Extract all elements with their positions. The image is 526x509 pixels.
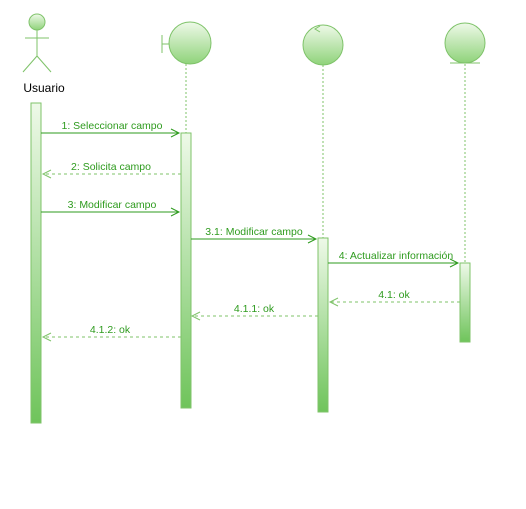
control-icon [302, 24, 344, 66]
message-label: 3.1: Modificar campo [205, 226, 303, 238]
message-label: 1: Seleccionar campo [62, 120, 163, 132]
message-label: 2: Solicita campo [71, 161, 151, 173]
message-3-1: 3.1: Modificar campo [191, 226, 318, 244]
message-label: 3: Modificar campo [68, 199, 157, 211]
boundary-icon [161, 21, 212, 65]
activation-bar-usuario [30, 102, 42, 424]
message-4-1: 4.1: ok [328, 289, 460, 307]
message-1: 1: Seleccionar campo [41, 120, 181, 138]
message-label: 4.1.1: ok [234, 303, 275, 315]
message-4-1-1: 4.1.1: ok [190, 303, 318, 321]
message-label: 4: Actualizar información [339, 250, 454, 262]
message-2: 2: Solicita campo [41, 161, 181, 179]
activation-bar-control [317, 237, 329, 413]
activation-bar-boundary [180, 132, 192, 409]
actor-label: Usuario [23, 81, 65, 95]
message-4: 4: Actualizar información [328, 250, 460, 268]
actor-usuario: Usuario [22, 13, 65, 95]
stick-figure-actor-icon [22, 13, 52, 73]
message-label: 4.1.2: ok [90, 324, 131, 336]
message-label: 4.1: ok [378, 289, 410, 301]
message-4-1-2: 4.1.2: ok [41, 324, 181, 342]
entity-icon [444, 22, 486, 64]
message-3: 3: Modificar campo [41, 199, 181, 217]
activation-bar-entity [459, 262, 471, 343]
